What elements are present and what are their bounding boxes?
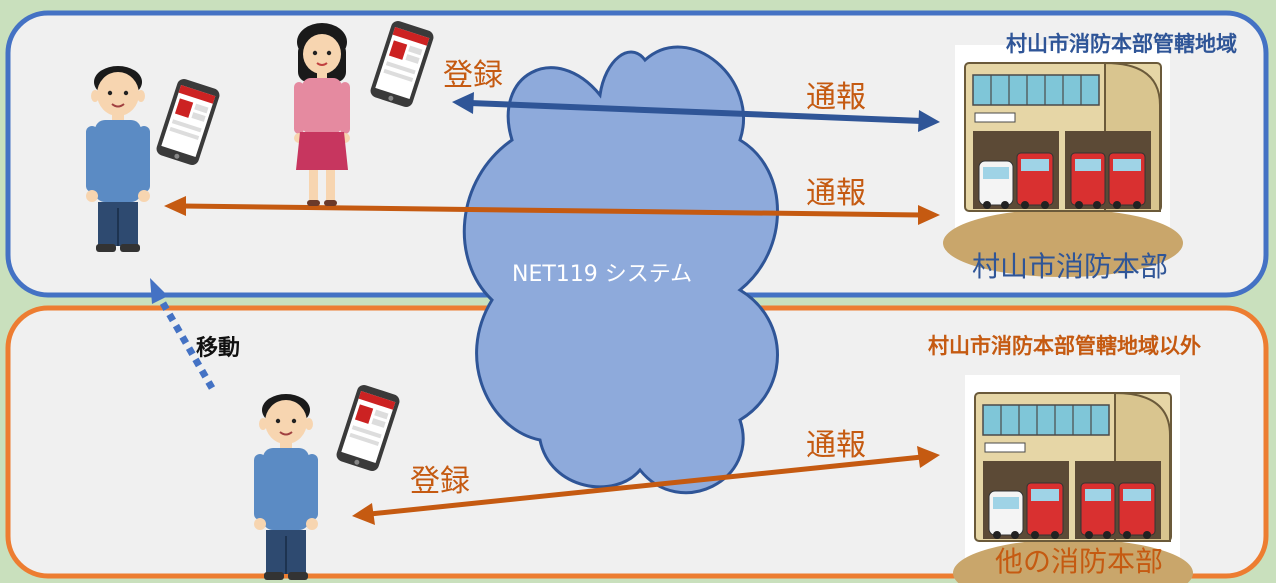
outside-zone-title: 村山市消防本部管轄地域以外 — [928, 334, 1201, 358]
report-label-bottom: 通報 — [806, 428, 866, 463]
inside-station-label: 村山市消防本部 — [972, 250, 1169, 283]
register-arrow-top — [452, 92, 940, 132]
cloud-label: NET119 システム — [512, 262, 693, 287]
outside-station-label: 他の消防本部 — [995, 545, 1164, 578]
report-label-top-blue: 通報 — [806, 80, 866, 115]
register-label-bottom: 登録 — [410, 464, 470, 499]
register-label-top: 登録 — [443, 58, 503, 93]
move-label: 移動 — [196, 336, 241, 361]
net119-cloud — [462, 45, 779, 495]
report-label-top-orange: 通報 — [806, 176, 866, 211]
move-arrow — [150, 278, 216, 390]
report-arrow-top — [164, 196, 940, 225]
fire-station-icon — [942, 44, 1184, 278]
report-arrow-bottom — [352, 446, 940, 525]
inside-zone-title: 村山市消防本部管轄地域 — [1006, 32, 1237, 56]
